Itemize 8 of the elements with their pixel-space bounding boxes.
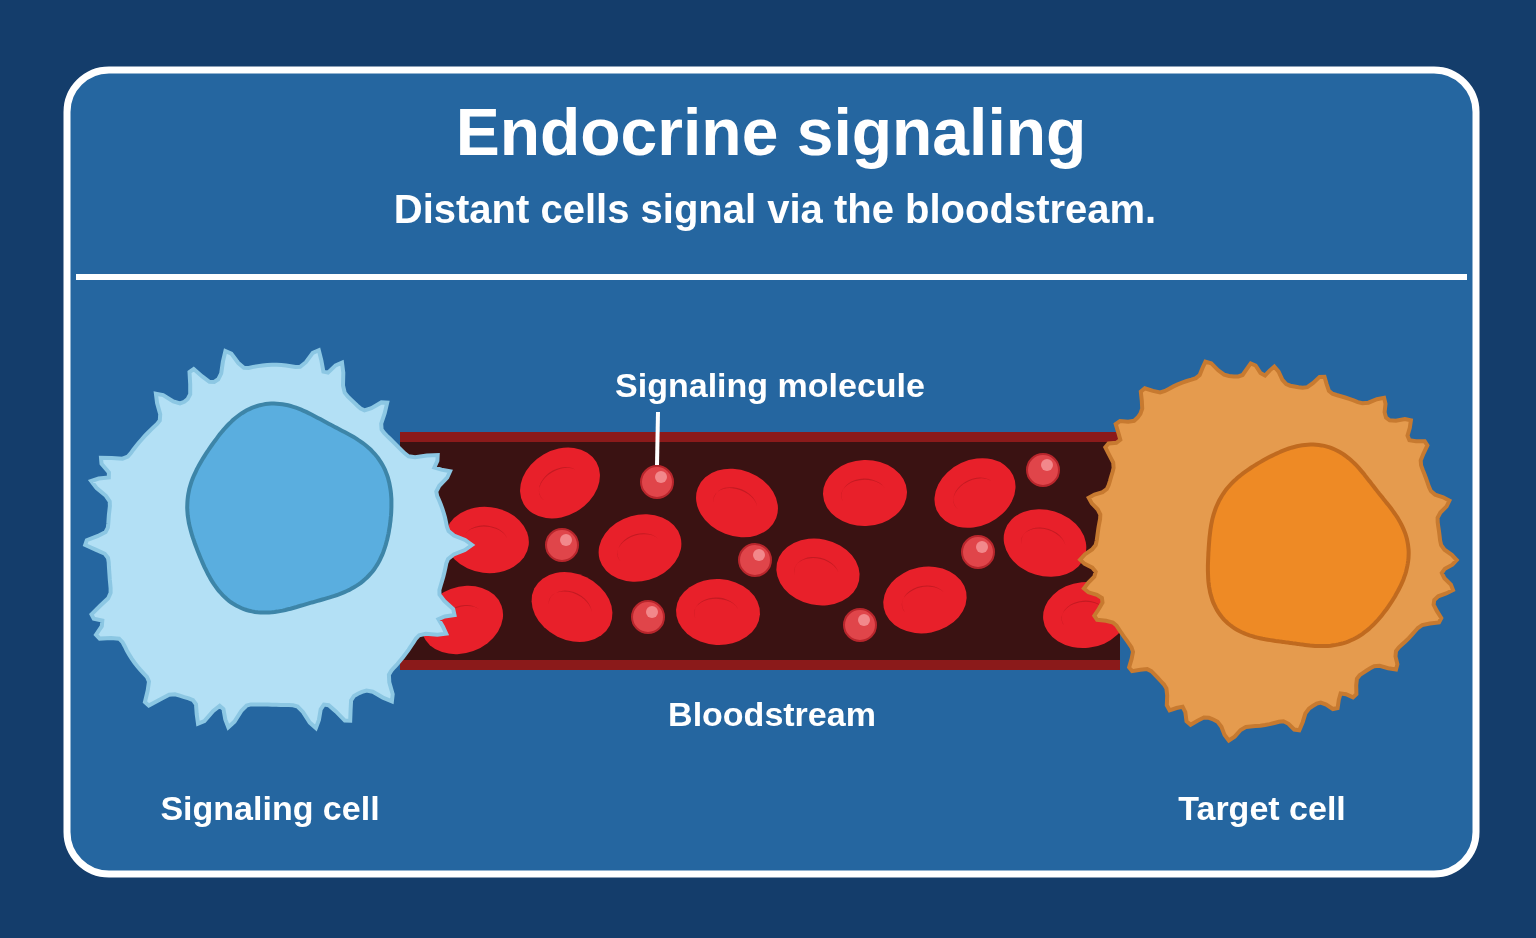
subtitle: Distant cells signal via the bloodstream. [393, 187, 1157, 231]
label-text: Signaling molecule [615, 367, 925, 405]
label-text: Bloodstream [668, 696, 876, 734]
label-text: Target cell [1178, 790, 1346, 828]
leader-line [655, 411, 660, 466]
title: Endocrine signaling [455, 96, 1087, 169]
label-text: Signaling cell [160, 790, 380, 828]
signaling-molecule [640, 465, 674, 499]
